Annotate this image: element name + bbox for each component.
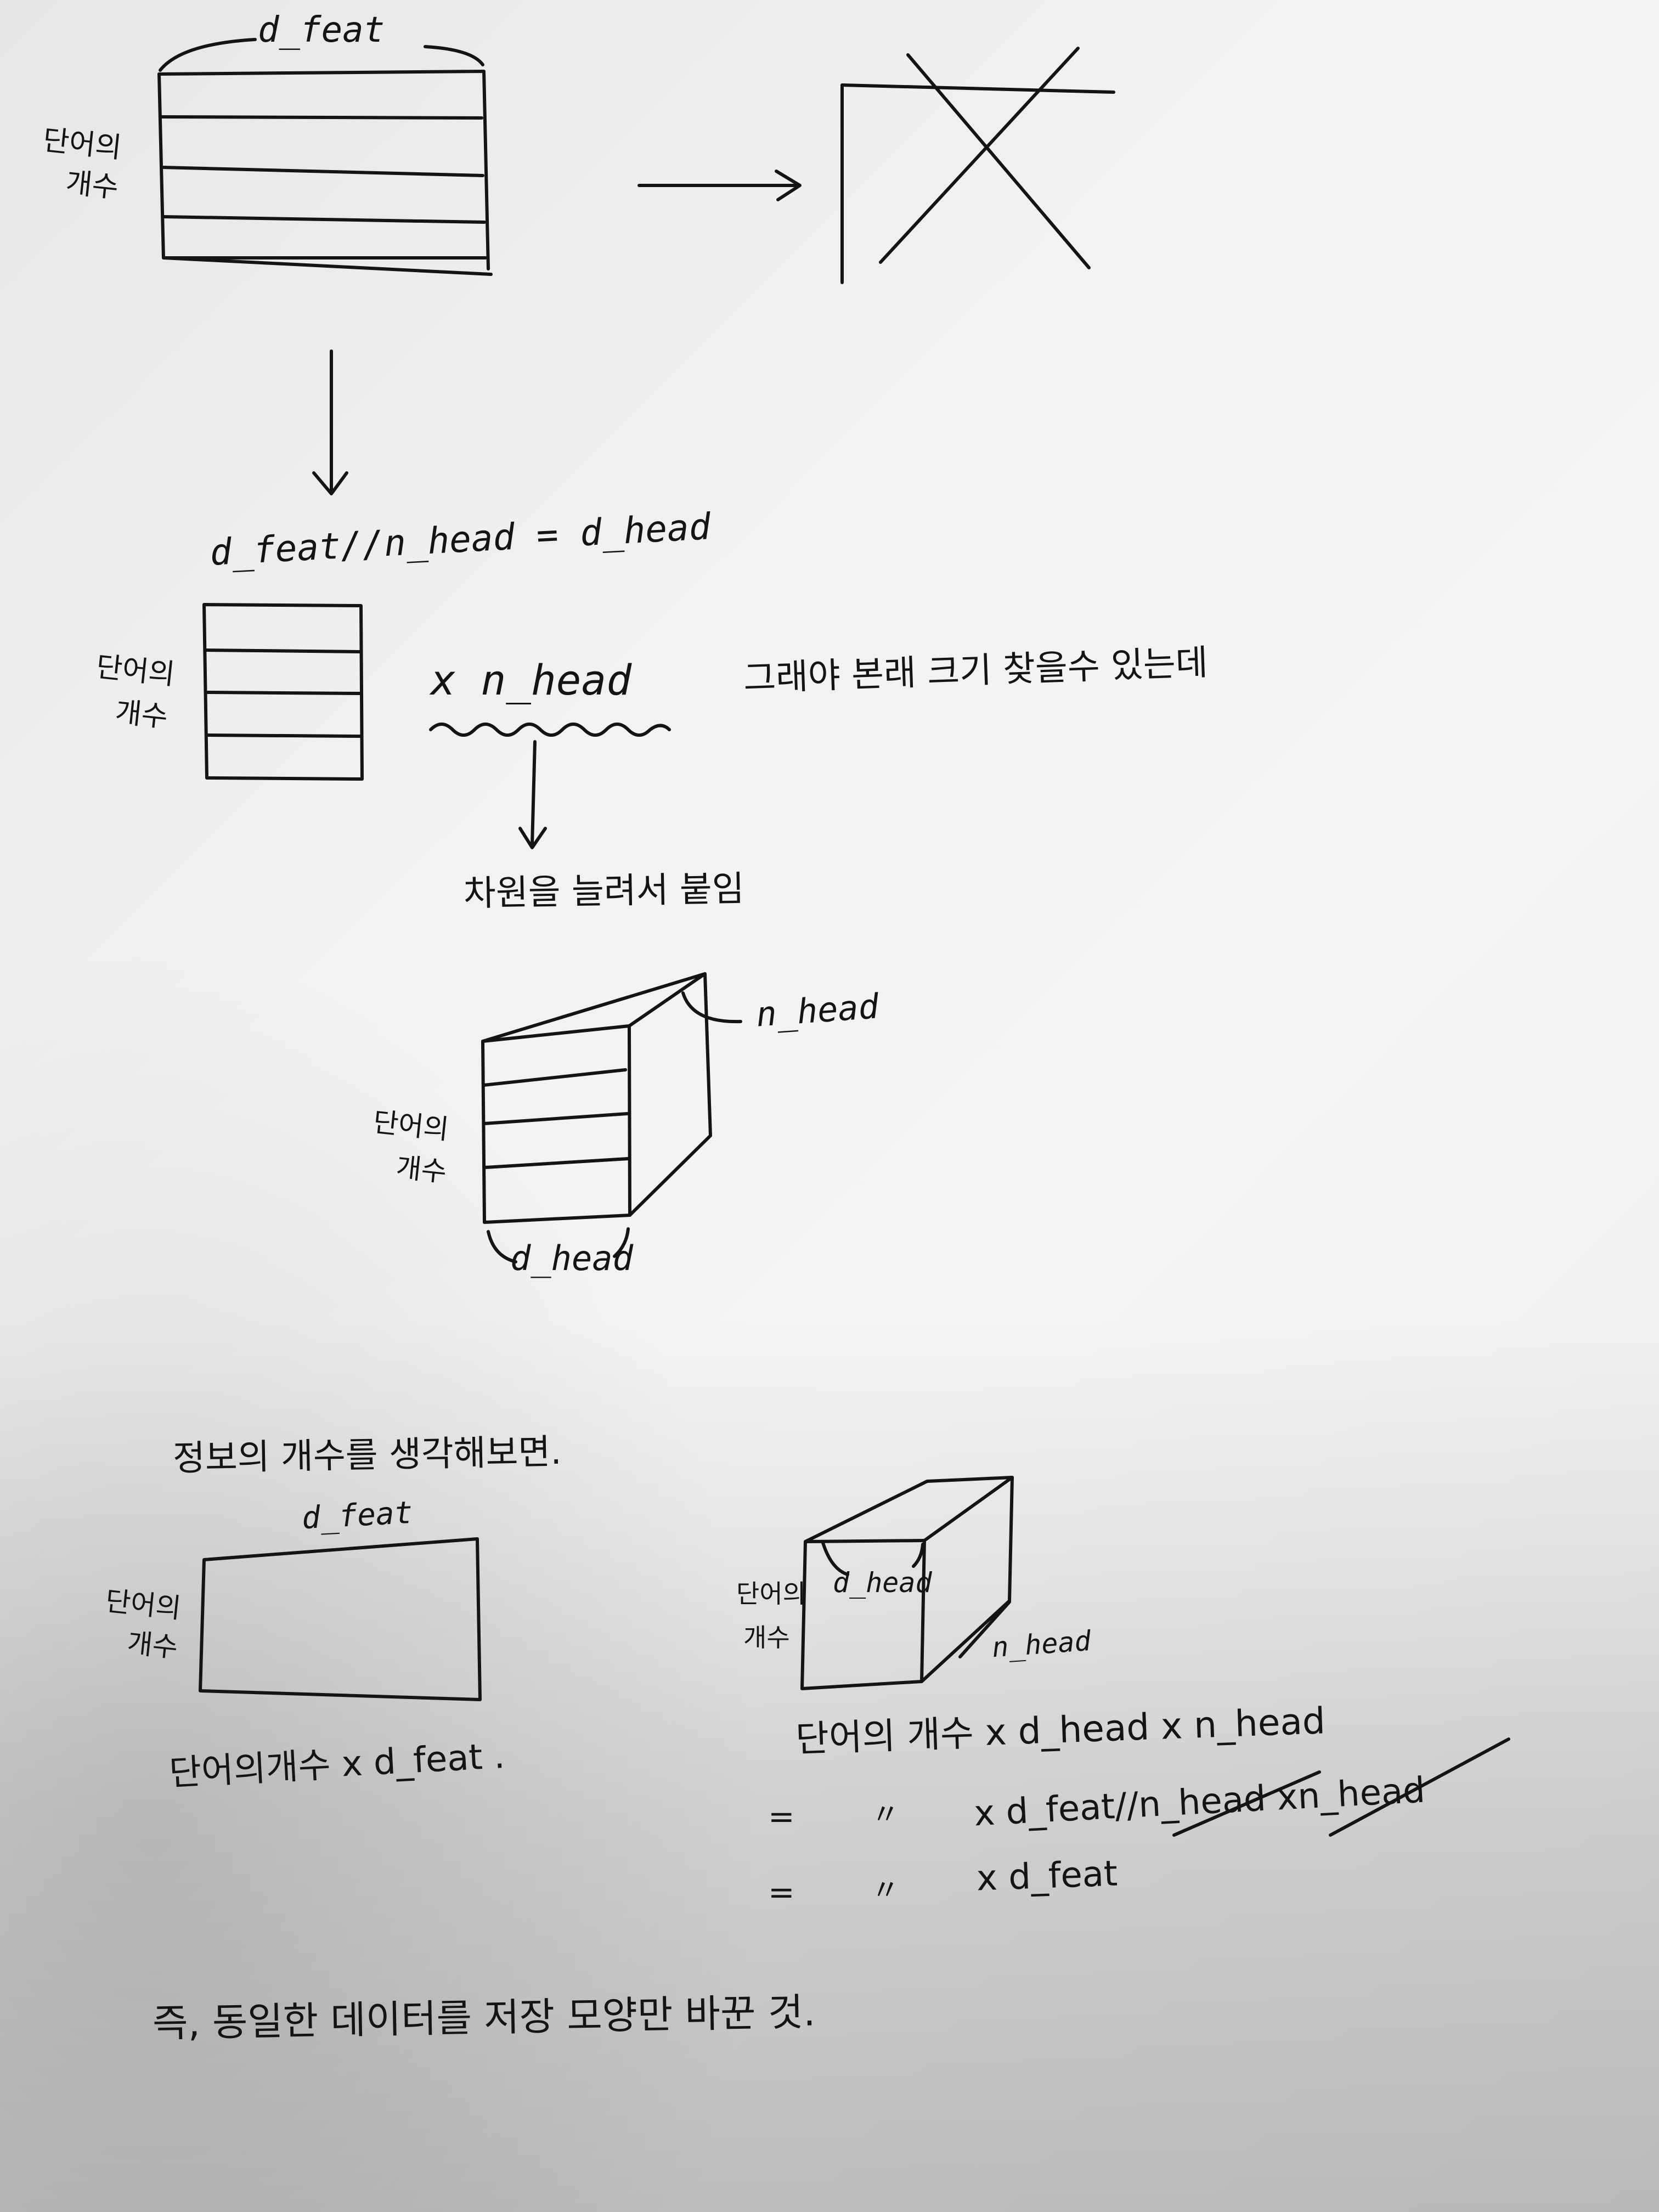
right-cube-depth-label: n_head (991, 1624, 1092, 1664)
strikeout-2 (1329, 1737, 1510, 1837)
matrix-words-by-dhead (202, 603, 364, 781)
equation-line-2-ditto: 〃 (871, 1798, 900, 1831)
cube-dhead-nhead-right (800, 1476, 1014, 1690)
cube-bottom-label: d_head (510, 1238, 633, 1278)
matrix2-side-label-line2: 개수 (114, 696, 170, 734)
cube-depth-label: n_head (754, 986, 881, 1035)
multiplier-nhead: x n_head (431, 656, 632, 704)
rectangle-side-label-line2: 개수 (126, 1627, 179, 1664)
stack-dimension-caption: 차원을 늘려서 붙임 (463, 868, 745, 915)
equation-line-3-ditto: 〃 (871, 1874, 900, 1907)
arrow-down (312, 349, 348, 495)
equation-line-3-body: x d_feat (975, 1853, 1119, 1899)
dfeat-top-label: d_feat (258, 10, 385, 50)
matrix-words-by-dfeat (157, 70, 493, 276)
arrow-down-small (518, 740, 547, 849)
dfeat-brace-top (159, 38, 484, 72)
equation-line-3-equals: = (768, 1874, 795, 1911)
arrow-right (637, 170, 802, 201)
equation-line-2-equals: = (768, 1798, 795, 1835)
rectangle-words-by-dfeat (199, 1537, 482, 1701)
cube-side-label-line2: 개수 (394, 1151, 448, 1188)
shadow-overlay-left (0, 933, 768, 2212)
section2-heading: 정보의 개수를 생각해보면. (172, 1431, 562, 1480)
wavy-underline (429, 723, 671, 737)
right-cube-side-line1: 단어의 (736, 1579, 806, 1609)
shadow-overlay-bottom (0, 1317, 1659, 2212)
right-cube-front-label: d_head (833, 1567, 932, 1599)
crossed-out-frame (840, 47, 1115, 284)
strikeout-1 (1172, 1770, 1321, 1837)
matrix1-side-label-line2: 개수 (64, 166, 120, 205)
cube-words-dhead-nhead (481, 972, 742, 1263)
rectangle-top-label: d_feat (301, 1494, 414, 1537)
right-cube-side-line2: 개수 (743, 1623, 790, 1652)
